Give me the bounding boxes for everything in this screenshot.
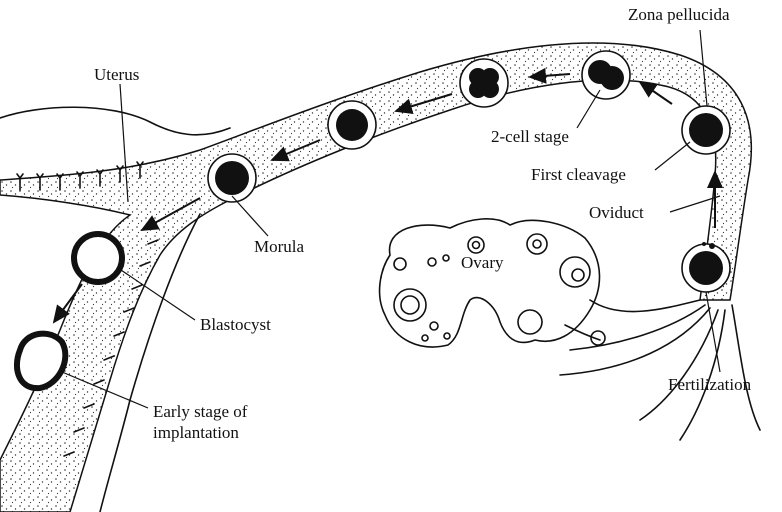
ovary: [380, 219, 600, 347]
uterus-label: Uterus: [94, 65, 139, 84]
blastocyst-cell: [74, 234, 122, 282]
ovary-label: Ovary: [461, 253, 504, 272]
fertilization-label: Fertilization: [668, 375, 752, 394]
early-stage-label-line1: Early stage of: [153, 402, 248, 421]
two-cell-stage-cell: [582, 51, 630, 99]
zona-pellucida-label: Zona pellucida: [628, 5, 730, 24]
first-cleavage-label: First cleavage: [531, 165, 626, 184]
uterus-outer-wall: [0, 107, 230, 135]
morula-label: Morula: [254, 237, 305, 256]
ovarian-follicles: [394, 234, 590, 341]
blastocyst-label: Blastocyst: [200, 315, 271, 334]
oviduct-label: Oviduct: [589, 203, 644, 222]
early-stage-label-line2: implantation: [153, 423, 239, 442]
two-cell-stage-label: 2-cell stage: [491, 127, 569, 146]
four-cell-stage-cell: [460, 59, 508, 107]
morula-cell: [208, 154, 256, 202]
fimbriae: [560, 300, 760, 440]
eight-cell-stage-cell: [328, 101, 376, 149]
zona-pellucida-cell: [682, 106, 730, 154]
implantation-embryo: [17, 334, 65, 389]
